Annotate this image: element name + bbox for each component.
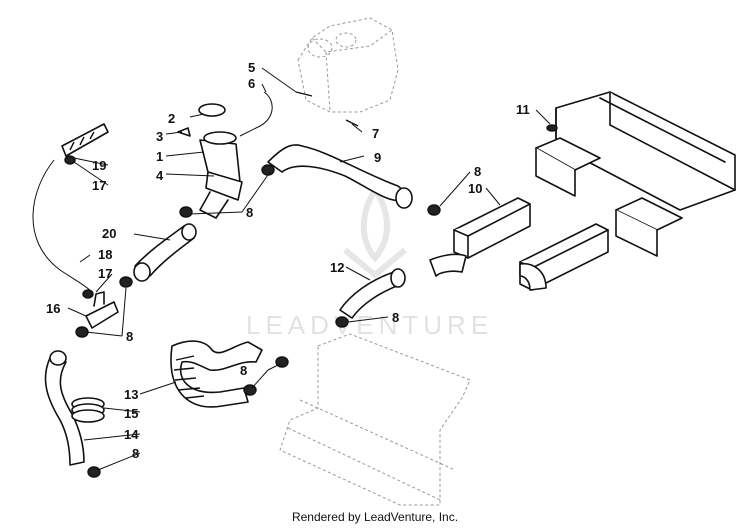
heat-exchanger-right <box>535 91 736 257</box>
callout-10: 10 <box>468 181 482 196</box>
hose-13 <box>170 340 263 408</box>
callout-8-bottle: 8 <box>246 205 253 220</box>
callout-20: 20 <box>102 226 116 241</box>
callout-8-hose12: 8 <box>392 310 399 325</box>
chassis-plate <box>279 333 471 506</box>
watermark: LEADVENTURE <box>246 184 493 340</box>
callout-12: 12 <box>330 260 344 275</box>
footer-credit: Rendered by LeadVenture, Inc. <box>291 510 459 524</box>
callout-1: 1 <box>156 149 163 164</box>
callout-17-bottom: 17 <box>98 266 112 281</box>
callout-8-lower: 8 <box>132 446 139 461</box>
washer-11 <box>546 124 558 132</box>
callout-3: 3 <box>156 129 163 144</box>
overflow-tube <box>32 123 109 293</box>
callout-16: 16 <box>46 301 60 316</box>
callout-8-exchanger: 8 <box>474 164 481 179</box>
callout-4: 4 <box>156 168 164 183</box>
screw-5 <box>295 91 313 97</box>
vent-hose-6 <box>239 91 273 137</box>
callout-6: 6 <box>248 76 255 91</box>
tee-fitting-16 <box>85 291 119 329</box>
callout-labels: 2 3 1 4 5 6 7 9 8 19 17 20 18 17 16 8 13… <box>46 60 530 461</box>
hose-14 <box>44 350 85 466</box>
callout-5: 5 <box>248 60 255 75</box>
callout-14: 14 <box>124 427 139 442</box>
callout-11: 11 <box>516 102 530 117</box>
callout-17-top: 17 <box>92 178 106 193</box>
callout-15: 15 <box>124 406 138 421</box>
callout-8-tee: 8 <box>126 329 133 344</box>
leader-lines <box>67 67 551 471</box>
coil-15 <box>71 397 105 423</box>
coolant-bottle <box>177 103 243 219</box>
callout-9: 9 <box>374 150 381 165</box>
callout-8-hose13: 8 <box>240 363 247 378</box>
clamps <box>64 155 441 478</box>
elbow-outlet <box>429 253 547 291</box>
callout-18: 18 <box>98 247 112 262</box>
hose-12 <box>339 268 406 319</box>
screw-7 <box>345 119 359 127</box>
callout-7: 7 <box>372 126 379 141</box>
fuel-tank-outline <box>297 17 399 113</box>
callout-19: 19 <box>92 158 106 173</box>
hose-9 <box>267 144 413 209</box>
hose-20 <box>133 223 197 282</box>
callout-2: 2 <box>168 111 175 126</box>
callout-13: 13 <box>124 387 138 402</box>
watermark-text: LEADVENTURE <box>246 310 493 340</box>
